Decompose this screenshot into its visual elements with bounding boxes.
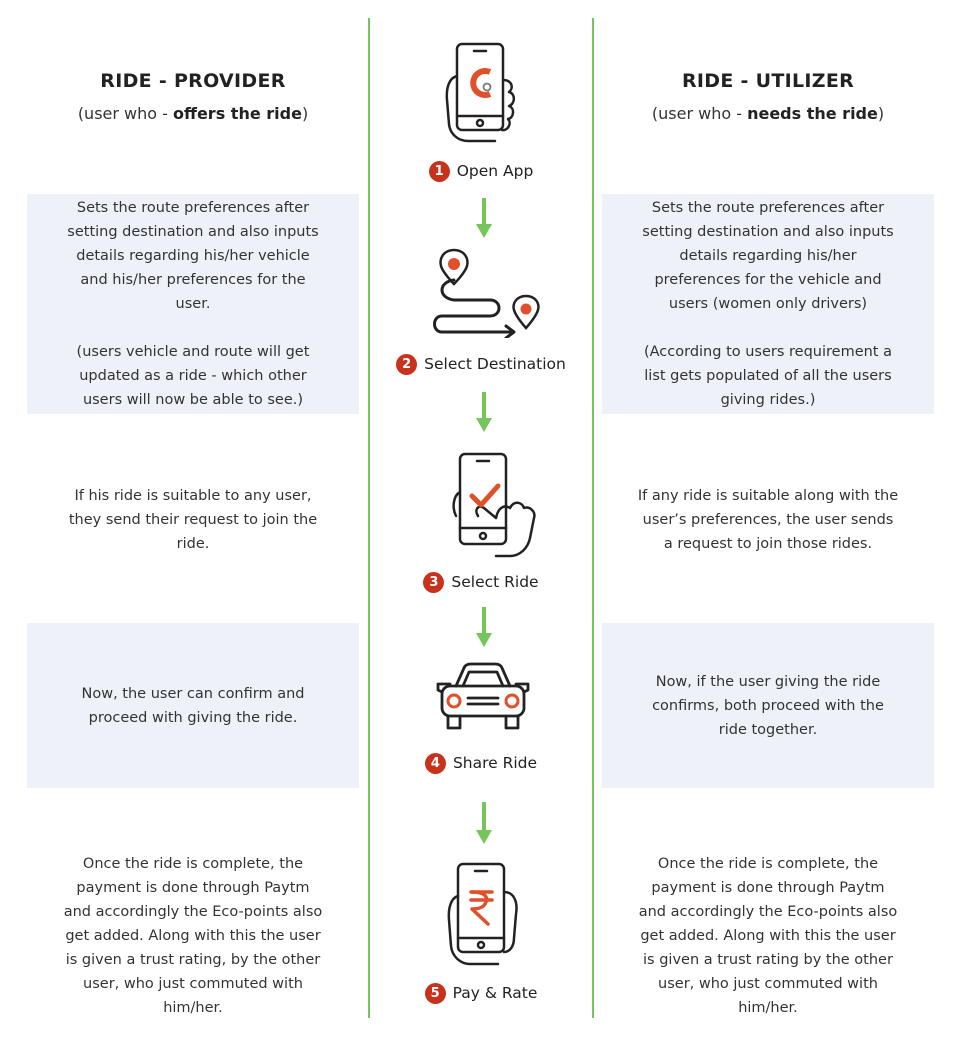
down-arrow-icon	[476, 802, 492, 844]
utilizer-header: RIDE - UTILIZER (user who - needs the ri…	[602, 70, 934, 123]
step-number-badge: 1	[428, 160, 450, 182]
step-number-badge: 5	[424, 982, 446, 1004]
phone-rupee-icon	[447, 862, 518, 966]
provider-title: RIDE - PROVIDER	[100, 70, 286, 92]
utilizer-step-request: If any ride is suitable along with the u…	[637, 488, 899, 552]
utilizer-title: RIDE - UTILIZER	[681, 70, 855, 92]
divider-left	[368, 18, 370, 1018]
car-front-icon	[436, 662, 530, 730]
phone-tap-check-icon	[452, 452, 536, 558]
provider-step-payment: Once the ride is complete, the payment i…	[63, 856, 323, 1016]
step-number-badge: 2	[396, 353, 418, 375]
down-arrow-icon	[476, 392, 492, 432]
step-number-badge: 4	[424, 752, 446, 774]
step-number-badge: 3	[423, 571, 445, 593]
down-arrow-icon	[476, 607, 492, 647]
provider-step-request: If his ride is suitable to any user, the…	[68, 488, 318, 552]
utilizer-step-route: Sets the route preferences after setting…	[602, 194, 934, 414]
down-arrow-icon	[476, 198, 492, 238]
utilizer-step-confirm: Now, if the user giving the ride confirm…	[602, 623, 934, 788]
provider-subtitle: (user who - offers the ride)	[77, 104, 309, 123]
provider-header: RIDE - PROVIDER (user who - offers the r…	[27, 70, 359, 123]
divider-right	[592, 18, 594, 1018]
utilizer-step-payment: Once the ride is complete, the payment i…	[638, 856, 898, 1016]
utilizer-subtitle: (user who - needs the ride)	[651, 104, 885, 123]
route-pins-icon	[433, 248, 540, 338]
phone-hand-app-icon	[445, 42, 516, 143]
provider-step-confirm: Now, the user can confirm and proceed wi…	[27, 623, 359, 788]
provider-step-route: Sets the route preferences after setting…	[27, 194, 359, 414]
